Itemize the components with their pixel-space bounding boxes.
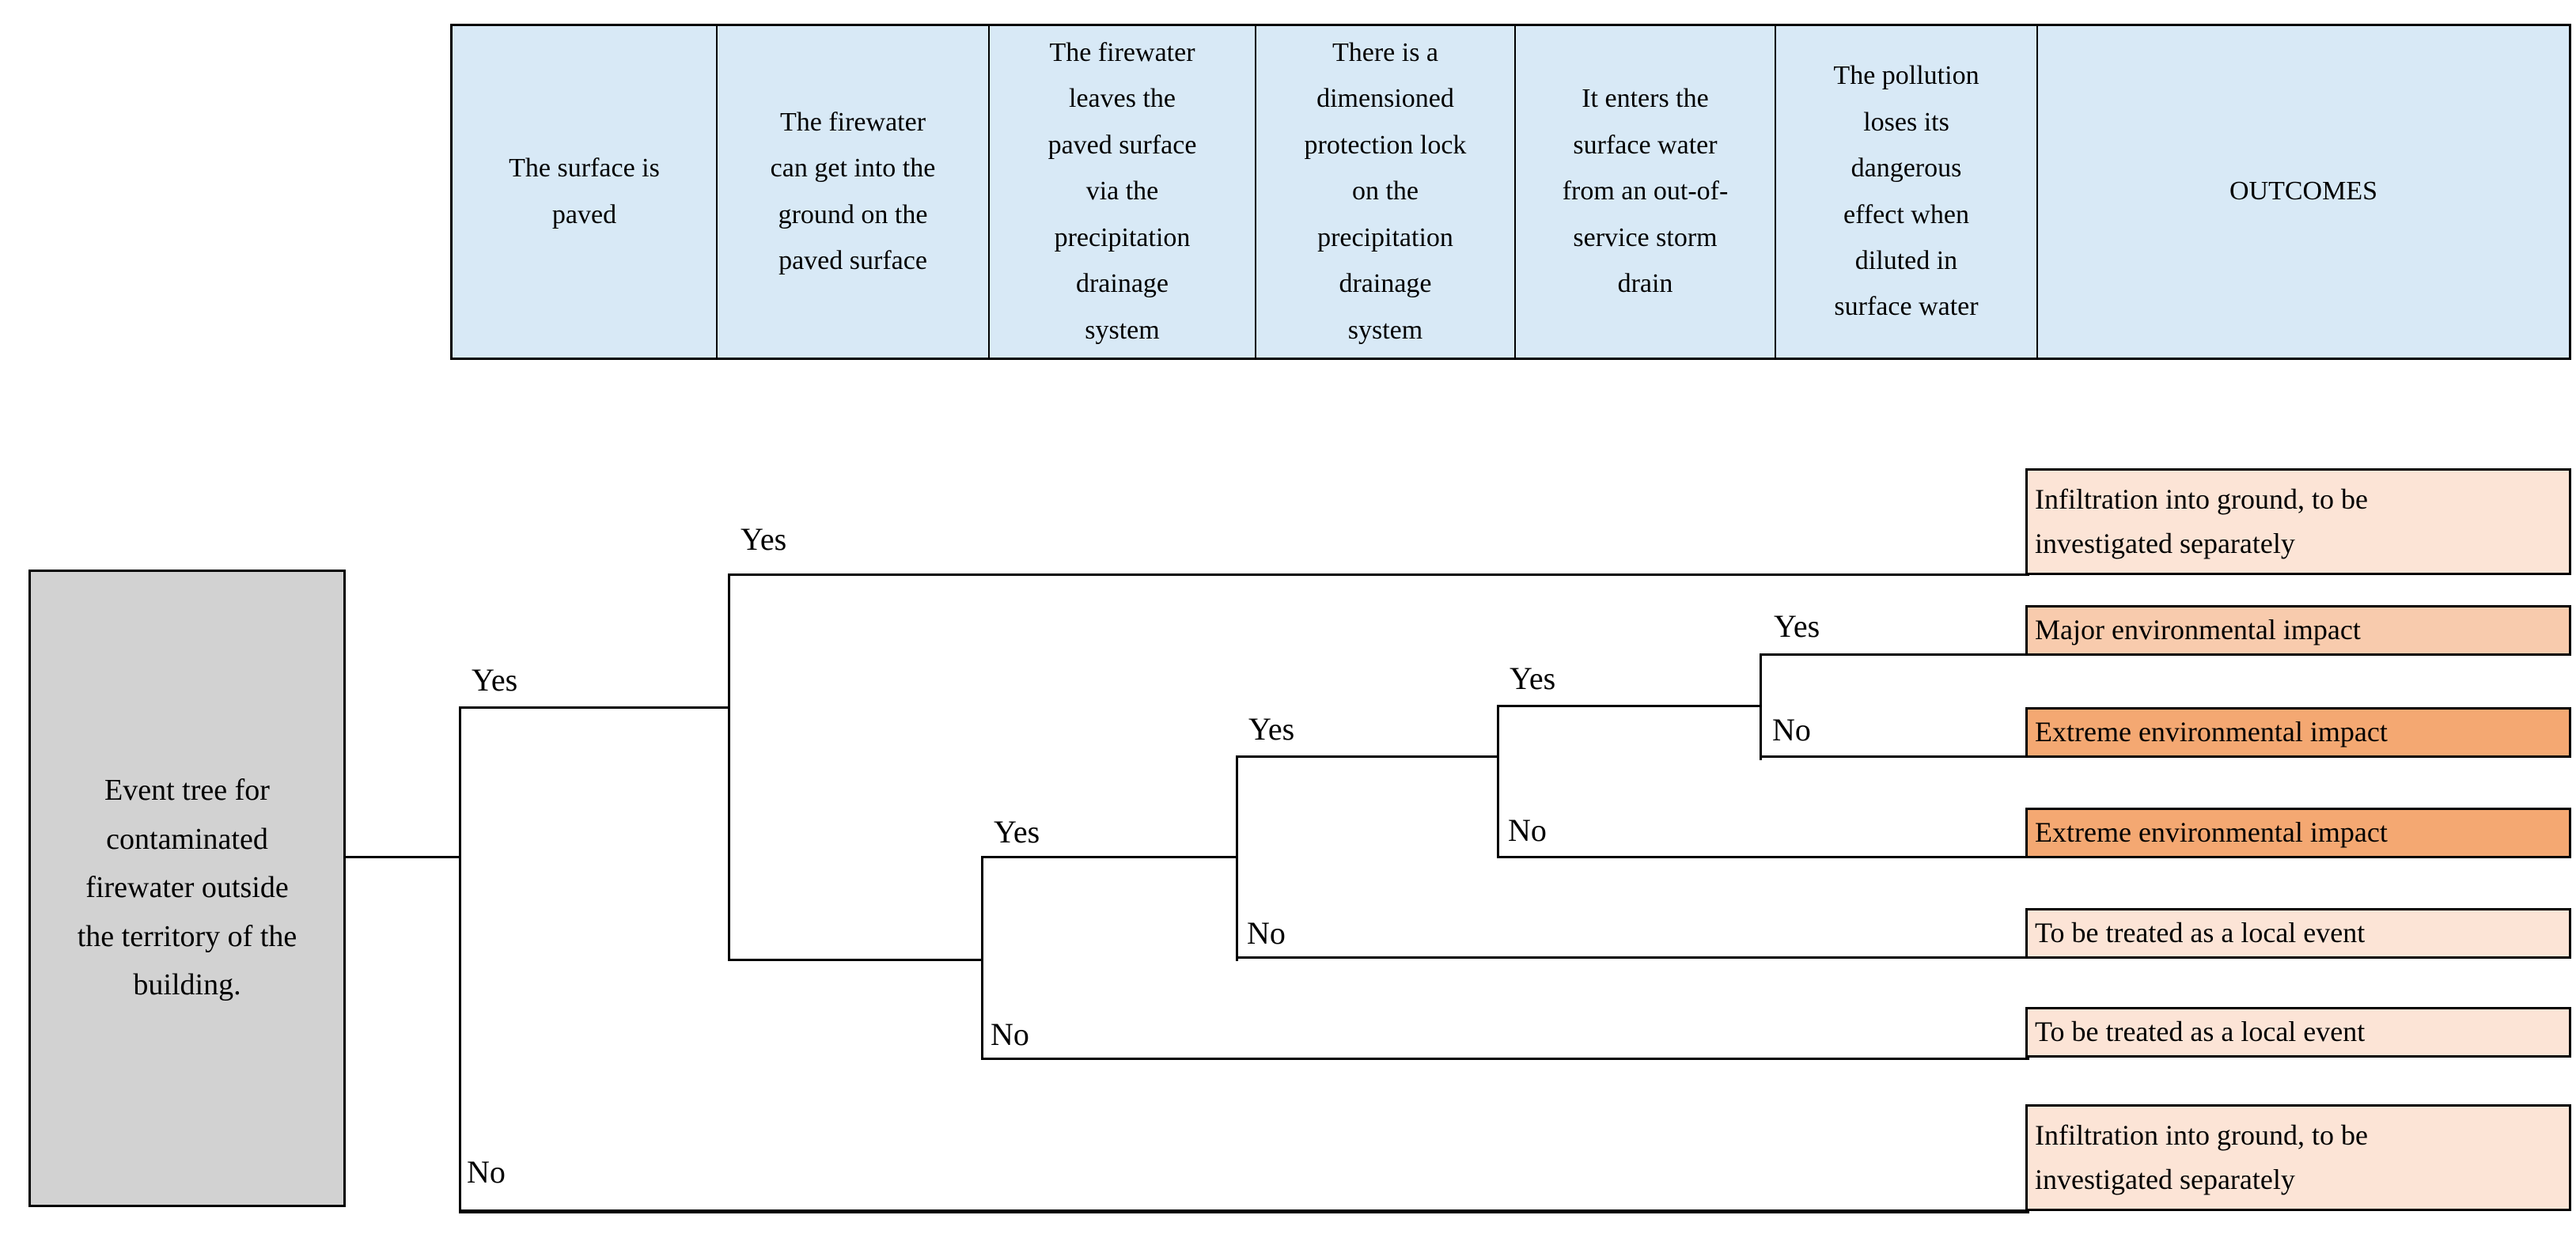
branch-protection-lock-yes-line: [1236, 755, 1499, 758]
label-surface-paved-no: No: [467, 1154, 506, 1190]
label-leaves-via-drainage-no: No: [991, 1016, 1029, 1052]
label-pollution-diluted-yes: Yes: [1774, 608, 1820, 644]
header-cell-outcomes: OUTCOMES: [2036, 26, 2569, 358]
label-protection-lock-no: No: [1247, 915, 1286, 951]
node-surface-paved-line: [459, 706, 461, 1213]
branch-into-ground-yes-line: [728, 573, 2029, 576]
header-cell-into-ground: The firewater can get into the ground on…: [716, 26, 988, 358]
outcome-local-event-1: To be treated as a local event: [2025, 908, 2571, 959]
header-cell-enters-surface-water: It enters the surface water from an out-…: [1514, 26, 1775, 358]
label-enters-surface-water-no: No: [1508, 812, 1547, 848]
header-cell-protection-lock: There is a dimensioned protection lock o…: [1255, 26, 1514, 358]
header-cell-surface-paved: The surface is paved: [509, 153, 660, 229]
node-enters-surface-water-line: [1497, 705, 1499, 858]
branch-leaves-via-drainage-yes-line: [981, 856, 1238, 858]
outcome-infiltration-1: Infiltration into ground, to be investig…: [2025, 468, 2571, 575]
outcome-infiltration-2: Infiltration into ground, to be investig…: [2025, 1104, 2571, 1211]
branch-protection-lock-no-line: [1236, 956, 2029, 959]
outcome-local-event-2: To be treated as a local event: [2025, 1007, 2571, 1058]
node-into-ground-line: [728, 573, 730, 961]
label-surface-paved-yes: Yes: [472, 662, 518, 698]
branch-surface-paved-yes-line: [459, 706, 730, 709]
outcome-extreme-impact-2: Extreme environmental impact: [2025, 808, 2571, 858]
header-cell-leaves-via-drainage: The firewater leaves the paved surface v…: [988, 26, 1255, 358]
label-pollution-diluted-no: No: [1772, 712, 1811, 748]
label-enters-surface-water-yes: Yes: [1510, 661, 1556, 696]
branch-surface-paved-no-line: [459, 1209, 2029, 1213]
root-connector-line: [346, 856, 461, 858]
label-protection-lock-yes: Yes: [1248, 711, 1295, 747]
label-leaves-via-drainage-yes: Yes: [994, 814, 1040, 850]
branch-enters-surface-water-no-line: [1497, 856, 2029, 858]
root-box: Event tree for contaminated firewater ou…: [28, 570, 346, 1207]
node-protection-lock-line: [1236, 755, 1238, 961]
node-pollution-diluted-line: [1760, 653, 1762, 760]
outcome-extreme-impact-1: Extreme environmental impact: [2025, 707, 2571, 758]
header-row: The surface is paved The firewater can g…: [450, 24, 2571, 360]
branch-enters-surface-water-yes-line: [1497, 705, 1762, 707]
label-into-ground-yes: Yes: [741, 521, 787, 557]
branch-pollution-diluted-no-line: [1760, 755, 2029, 758]
node-leaves-via-drainage-line: [981, 856, 983, 1060]
outcome-major-impact: Major environmental impact: [2025, 605, 2571, 656]
branch-pollution-diluted-yes-line: [1760, 653, 2029, 656]
branch-leaves-via-drainage-no-line: [981, 1058, 2029, 1060]
header-cell-pollution-diluted: The pollution loses its dangerous effect…: [1775, 26, 2036, 358]
branch-into-ground-no-line: [728, 959, 983, 961]
